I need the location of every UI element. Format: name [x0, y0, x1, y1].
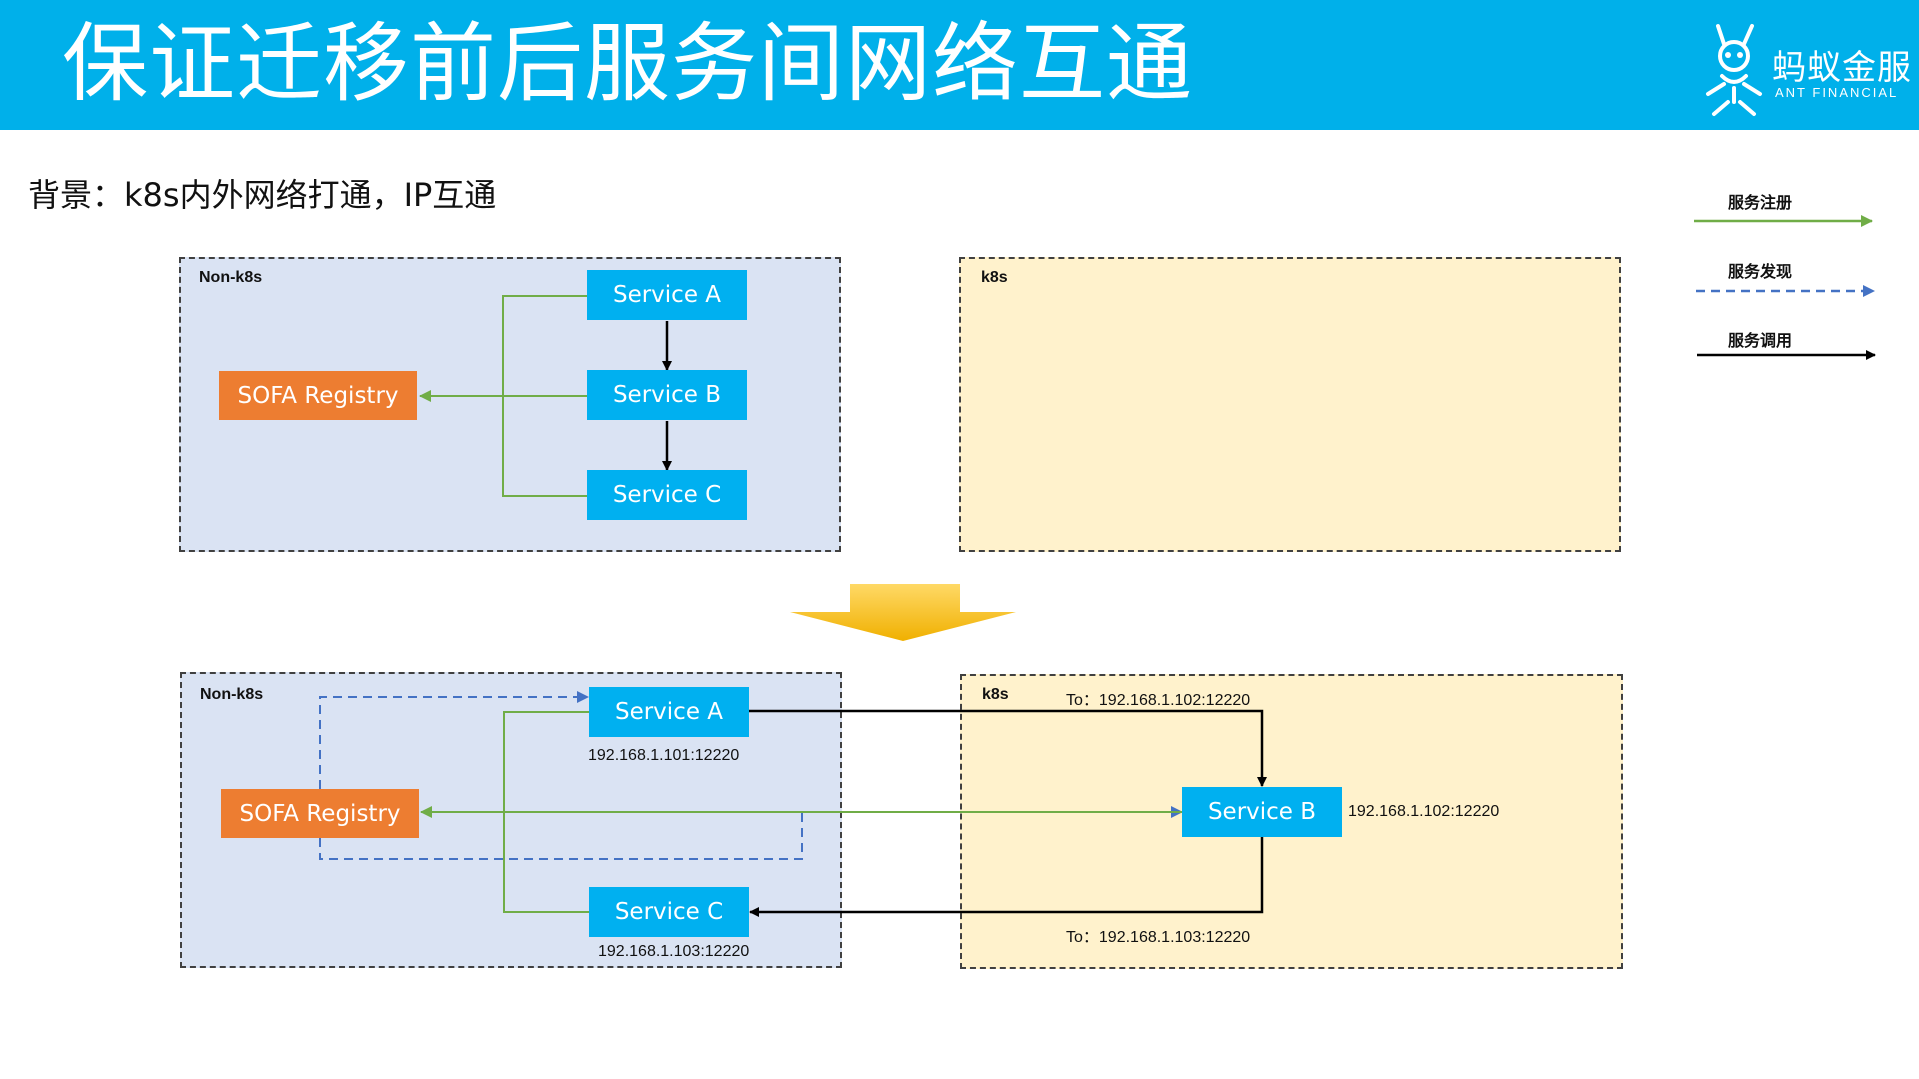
after-discover-lines	[319, 691, 1183, 860]
after-registry-node: SOFA Registry	[221, 789, 419, 838]
logo-cn-text: 蚂蚁金服	[1772, 48, 1912, 88]
after-register-lines	[420, 711, 1182, 913]
before-service-b-node: Service B	[587, 370, 747, 420]
background-note: 背景：k8s内外网络打通，IP互通	[28, 176, 497, 214]
ant-financial-logo: 蚂蚁金服 ANT FINANCIAL	[1702, 18, 1911, 118]
legend-register-label: 服务注册	[1728, 193, 1793, 212]
legend-discover-label: 服务发现	[1728, 262, 1793, 281]
after-service-c-node: Service C	[589, 887, 749, 937]
after-k8s-label: k8s	[982, 686, 1009, 703]
before-k8s-label: k8s	[981, 269, 1008, 286]
before-registry-node: SOFA Registry	[219, 371, 417, 420]
ant-mascot-icon	[1706, 24, 1762, 116]
transition-arrow	[790, 584, 1016, 641]
after-invoke-lines	[748, 709, 1267, 917]
after-service-a-address: 192.168.1.101:12220	[588, 747, 740, 764]
after-non-k8s-label: Non-k8s	[200, 686, 264, 703]
legend-invoke-label: 服务调用	[1728, 331, 1793, 350]
page-title: 保证迁移前后服务间网络互通	[62, 14, 1193, 114]
after-service-b-address: 192.168.1.102:12220	[1348, 803, 1500, 820]
to-service-c-label: To：192.168.1.103:12220	[1066, 929, 1251, 946]
before-k8s-zone: k8s	[959, 257, 1621, 552]
before-service-a-node: Service A	[587, 270, 747, 320]
before-register-lines	[419, 295, 589, 497]
logo-en-text: ANT FINANCIAL	[1775, 85, 1899, 100]
before-non-k8s-label: Non-k8s	[199, 269, 263, 286]
after-service-c-address: 192.168.1.103:12220	[598, 943, 750, 960]
after-service-b-node: Service B	[1182, 787, 1342, 837]
after-service-a-node: Service A	[589, 687, 749, 737]
header-bar: 保证迁移前后服务间网络互通 蚂蚁金服 ANT FINANCIAL	[0, 0, 1919, 130]
to-service-b-label: To：192.168.1.102:12220	[1066, 692, 1251, 709]
before-service-c-node: Service C	[587, 470, 747, 520]
